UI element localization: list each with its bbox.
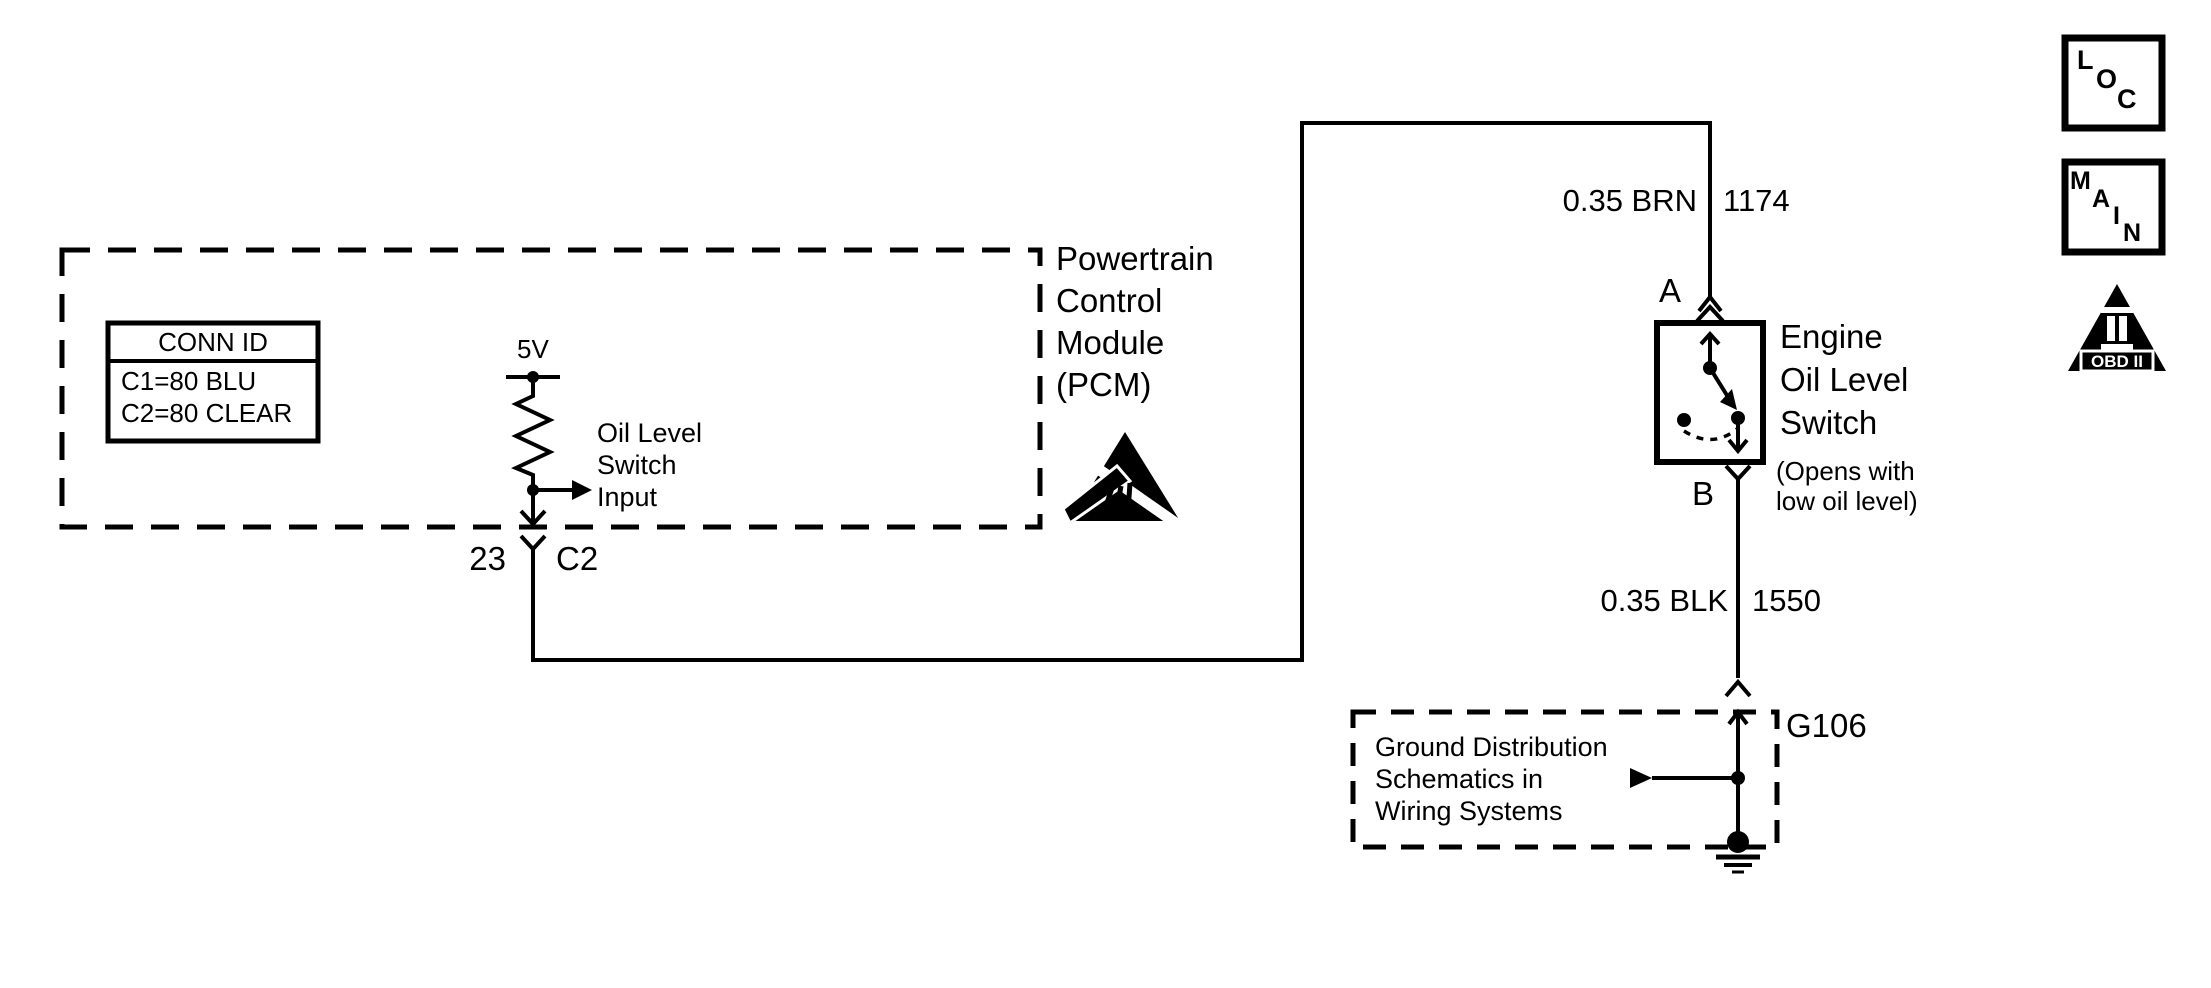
- female-terminal-y: [1724, 678, 1752, 698]
- pullup-resistor-circuit: [506, 375, 572, 552]
- loc-badge-letter: L: [2077, 45, 2094, 75]
- switch-name-line: Switch: [1780, 404, 1878, 441]
- conn-id-table-frame: [105, 320, 321, 444]
- terminal-b-label: B: [1691, 475, 1714, 512]
- switch-name-line: Engine: [1780, 318, 1883, 355]
- pcm-title-line: Powertrain: [1056, 240, 1214, 277]
- reference-arrowhead: [1630, 768, 1652, 788]
- ground-symbol: [1716, 831, 1760, 874]
- ground-reference-branch: [1630, 768, 1745, 788]
- main-badge-letter: N: [2123, 219, 2142, 247]
- up-arrow: [1699, 331, 1721, 346]
- terminal-a-label: A: [1659, 272, 1682, 309]
- pcm-dashed-box: [59, 247, 1043, 530]
- junction-dot: [527, 484, 539, 496]
- loc-badge-box: [2061, 34, 2166, 132]
- loc-badge-letter: O: [2096, 64, 2118, 94]
- connector-id-label: C2: [556, 540, 599, 577]
- pcm-title-line: Control: [1056, 282, 1163, 319]
- wire-label-blk: 0.35 BLK: [1600, 583, 1728, 618]
- switch-note-line: low oil level): [1776, 486, 1918, 516]
- ground-id-label: G106: [1786, 707, 1867, 744]
- input-arrowhead: [572, 480, 592, 500]
- conn-id-row: C1=80 BLU: [121, 366, 257, 396]
- terminal-b-female-y: [1724, 464, 1752, 482]
- switch-contacts: [1677, 331, 1749, 455]
- male-terminal-arrow: [1695, 304, 1725, 323]
- open-contact-dot: [1677, 413, 1691, 427]
- main-badge-letter: I: [2113, 202, 2120, 230]
- pcm-title-line: (PCM): [1056, 366, 1152, 403]
- obd-ii-label: OBD II: [2091, 352, 2143, 371]
- switch-note-line: (Opens with: [1776, 456, 1915, 486]
- pcm-title-line: Module: [1056, 324, 1165, 361]
- ground-ref-line: Wiring Systems: [1375, 796, 1563, 826]
- input-label-line: Oil Level: [597, 418, 703, 448]
- supply-voltage-label: 5V: [517, 334, 549, 364]
- esd-sensitive-icon: [1061, 432, 1184, 531]
- main-badge-letter: A: [2092, 185, 2111, 213]
- obd-ii-icon: [2068, 284, 2166, 373]
- signal-wire-brn-1174: [531, 121, 1712, 662]
- male-terminal-arrow: [519, 509, 547, 527]
- resistor-symbol: [511, 377, 555, 490]
- main-badge-box: [2061, 158, 2166, 256]
- main-badge-letter: M: [2070, 167, 2091, 195]
- down-arrow: [1727, 438, 1749, 455]
- pivot-contact-dot: [1703, 361, 1717, 375]
- ground-ref-line: Ground Distribution: [1375, 732, 1608, 762]
- switch-name-line: Oil Level: [1780, 361, 1909, 398]
- ground-ref-line: Schematics in: [1375, 764, 1544, 794]
- female-terminal-y: [1697, 293, 1723, 313]
- travel-arc-dashed: [1683, 427, 1739, 442]
- conn-id-row: C2=80 CLEAR: [121, 398, 293, 428]
- input-label-line: Input: [597, 482, 658, 512]
- wire-label-brn: 0.35 BRN: [1562, 183, 1697, 218]
- conn-id-header: CONN ID: [158, 327, 268, 357]
- ground-distribution-dashed-box: [1350, 709, 1780, 850]
- pin-number-label: 23: [469, 540, 506, 577]
- junction-dot: [527, 371, 539, 383]
- ground-splice-dot: [1727, 831, 1749, 853]
- g106-connector: [1724, 678, 1752, 843]
- input-label-line: Switch: [597, 450, 677, 480]
- loc-badge-letter: C: [2117, 84, 2137, 114]
- female-terminal-y: [519, 534, 547, 552]
- blade-arrowhead: [1720, 389, 1737, 410]
- circuit-number-1550: 1550: [1752, 583, 1821, 618]
- junction-dot: [1731, 771, 1745, 785]
- circuit-number-1174: 1174: [1723, 183, 1790, 218]
- terminal-a-connector: [1695, 293, 1725, 323]
- oil-level-switch-box: [1654, 320, 1766, 465]
